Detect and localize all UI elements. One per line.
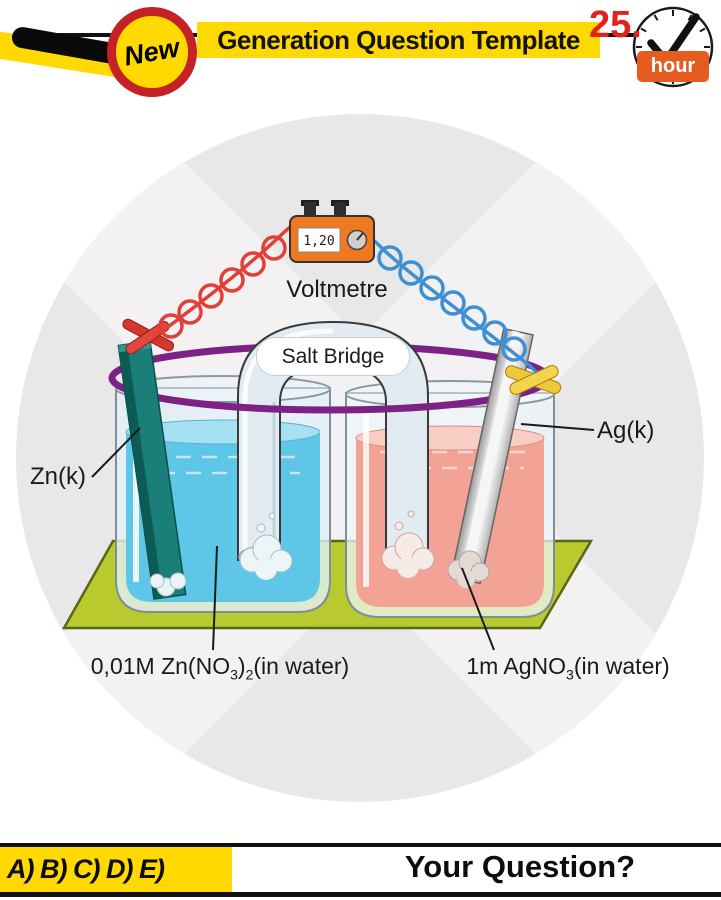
salt-bridge-label: Salt Bridge (256, 337, 410, 376)
new-badge-label: New (121, 31, 182, 72)
label-text: (in water) (253, 653, 350, 679)
label-text: (in water) (573, 653, 670, 679)
question-title: Your Question? (404, 849, 636, 884)
hours-number: 25. (589, 4, 642, 46)
red-clip-icon (122, 318, 175, 355)
left-precipitate-cloud (239, 512, 293, 580)
silver-bottom-cloud (447, 550, 490, 588)
right-solution-line (461, 567, 495, 651)
footer-rule-top (0, 843, 721, 847)
answer-options: A) B) C) D) E) (7, 854, 165, 884)
label-text: 0,01M Zn(NO (90, 653, 231, 679)
answer-options-band: A) B) C) D) E) (0, 847, 232, 892)
hours-unit-badge: hour (637, 51, 709, 82)
voltmeter-reading: 1,20 (303, 234, 334, 249)
silver-electrode-label: Ag(k) (597, 417, 655, 444)
zinc-electrode-label: Zn(k) (30, 463, 86, 490)
yellow-clip-icon (504, 365, 562, 395)
right-beaker (345, 380, 555, 618)
right-solution-label: 1m AgNO3(in water) (420, 653, 716, 683)
left-solution-line (212, 545, 218, 651)
silver-label-line (520, 423, 595, 431)
voltmeter-label: Voltmetre (286, 276, 388, 303)
label-pointer-lines (91, 423, 595, 651)
voltmeter: 1,20 (289, 200, 375, 263)
page-title: Generation Question Template (217, 24, 580, 55)
subscript: 3 (230, 666, 238, 683)
zinc-bottom-cloud (149, 572, 187, 597)
title-highlight: Generation Question Template (197, 22, 600, 58)
footer-rule-bottom (0, 892, 721, 897)
left-solution-label: 0,01M Zn(NO3)2(in water) (30, 653, 410, 683)
magnifier-icon: New (107, 7, 197, 97)
subscript: 2 (245, 666, 254, 683)
label-text: ) (237, 653, 246, 679)
right-precipitate-cloud (381, 510, 435, 578)
zinc-label-line (91, 427, 141, 478)
subscript: 3 (566, 666, 574, 683)
label-text: 1m AgNO (466, 653, 567, 679)
